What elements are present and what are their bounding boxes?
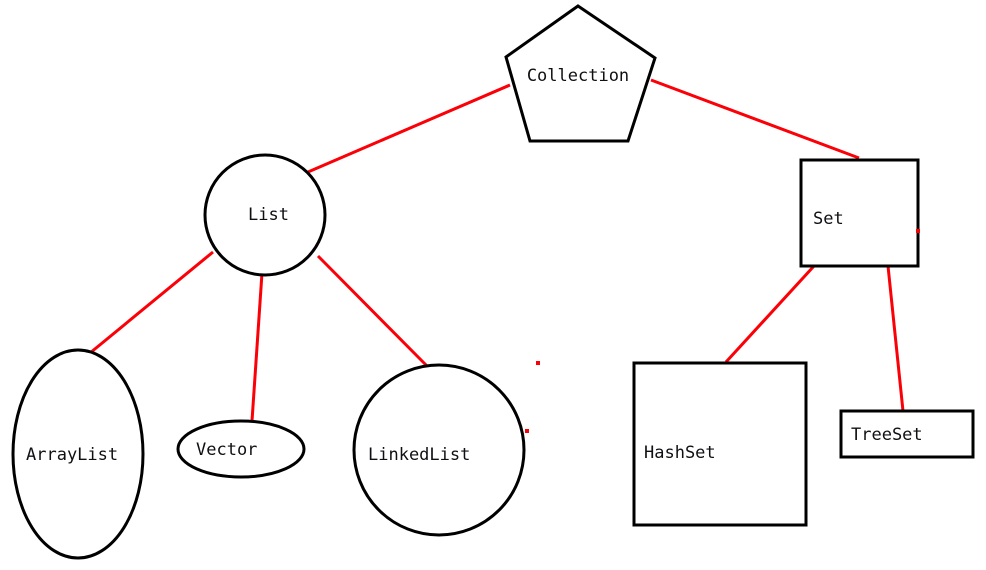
node-label-set: Set [813, 209, 844, 229]
node-shape-vector[interactable] [176, 419, 306, 479]
node-label-linkedlist: LinkedList [368, 445, 470, 465]
node-label-list: List [248, 205, 289, 225]
stray-dot-mark-2 [525, 429, 529, 433]
edge-list-linkedlist[interactable] [316, 254, 430, 369]
node-shape-arraylist[interactable] [11, 348, 145, 560]
edge-set-hashset[interactable] [724, 264, 816, 364]
edge-set-treeset[interactable] [886, 265, 905, 412]
node-label-hashset: HashSet [644, 443, 716, 463]
labels-layer: Collection List Set ArrayList Vector Lin… [26, 66, 923, 465]
edge-collection-set[interactable] [650, 78, 860, 160]
node-shape-hashset[interactable] [632, 361, 808, 527]
node-label-collection: Collection [527, 66, 629, 86]
edge-collection-list[interactable] [307, 83, 511, 174]
edge-list-arraylist[interactable] [89, 250, 214, 355]
node-shape-list[interactable] [203, 153, 327, 277]
edge-list-vector[interactable] [250, 272, 264, 422]
node-label-treeset: TreeSet [851, 425, 923, 445]
node-label-vector: Vector [196, 440, 257, 460]
edges-layer [89, 78, 905, 422]
node-shape-set[interactable] [799, 158, 920, 268]
stray-dot-mark-1 [536, 361, 540, 365]
stray-marks-layer [525, 229, 920, 433]
node-shape-collection[interactable] [504, 4, 657, 143]
nodes-layer [11, 4, 975, 560]
node-shape-treeset[interactable] [839, 409, 975, 459]
stray-dot-mark-3 [916, 229, 920, 233]
node-shape-linkedlist[interactable] [352, 363, 526, 537]
node-label-arraylist: ArrayList [26, 445, 118, 465]
